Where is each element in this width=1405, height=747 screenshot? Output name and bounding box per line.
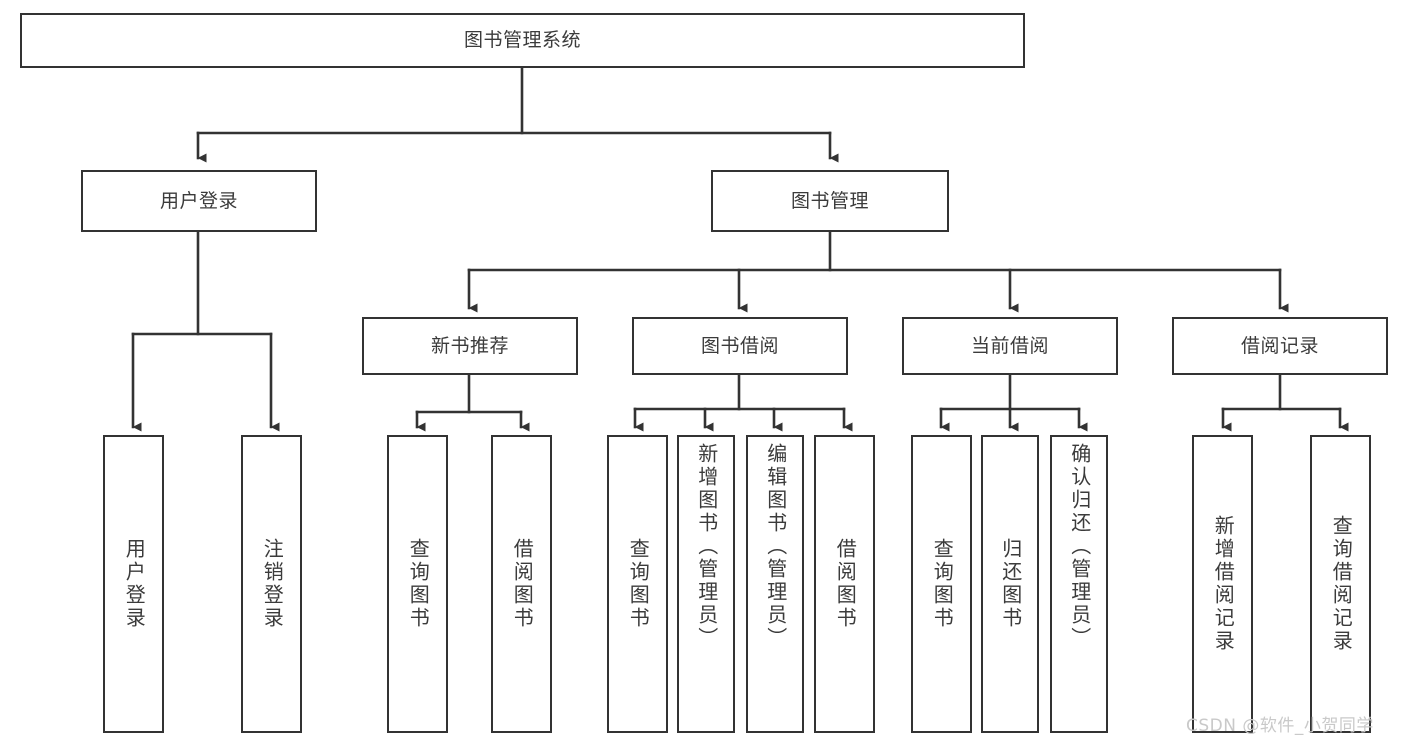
- leaf-logout-label: 注销登录: [260, 538, 285, 630]
- leaf-add-book-label: 新增图书（管理员）: [694, 443, 719, 650]
- leaf-confirm-return-label: 确认归还（管理员）: [1067, 443, 1092, 650]
- leaf-edit-book-label: 编辑图书（管理员）: [763, 443, 788, 650]
- leaf-query-book-3-label: 查询图书: [930, 538, 955, 630]
- leaf-query-book-3[interactable]: 查询图书: [911, 435, 972, 733]
- node-user-login-label: 用户登录: [159, 189, 238, 212]
- leaf-logout[interactable]: 注销登录: [241, 435, 302, 733]
- node-book-management[interactable]: 图书管理: [711, 170, 949, 232]
- node-root[interactable]: 图书管理系统: [20, 13, 1025, 68]
- leaf-query-record[interactable]: 查询借阅记录: [1310, 435, 1371, 733]
- node-current-borrow-label: 当前借阅: [970, 334, 1049, 357]
- leaf-user-login[interactable]: 用户登录: [103, 435, 164, 733]
- node-user-login[interactable]: 用户登录: [81, 170, 317, 232]
- node-new-book-recommend-label: 新书推荐: [430, 334, 509, 357]
- leaf-query-book-2[interactable]: 查询图书: [607, 435, 668, 733]
- leaf-query-record-label: 查询借阅记录: [1329, 515, 1354, 653]
- node-new-book-recommend[interactable]: 新书推荐: [362, 317, 578, 375]
- leaf-borrow-book-1-label: 借阅图书: [510, 538, 535, 630]
- leaf-return-book[interactable]: 归还图书: [981, 435, 1039, 733]
- leaf-confirm-return[interactable]: 确认归还（管理员）: [1050, 435, 1108, 733]
- node-book-management-label: 图书管理: [790, 189, 869, 212]
- leaf-borrow-book-1[interactable]: 借阅图书: [491, 435, 552, 733]
- watermark: CSDN @软件_小贺同学: [1186, 716, 1374, 736]
- leaf-borrow-book-2-label: 借阅图书: [833, 538, 858, 630]
- leaf-query-book-2-label: 查询图书: [626, 538, 651, 630]
- node-book-borrow-label: 图书借阅: [700, 334, 779, 357]
- node-current-borrow[interactable]: 当前借阅: [902, 317, 1118, 375]
- leaf-add-book[interactable]: 新增图书（管理员）: [677, 435, 735, 733]
- leaf-add-record-label: 新增借阅记录: [1211, 515, 1236, 653]
- leaf-edit-book[interactable]: 编辑图书（管理员）: [746, 435, 804, 733]
- node-borrow-record[interactable]: 借阅记录: [1172, 317, 1388, 375]
- leaf-user-login-label: 用户登录: [122, 538, 147, 630]
- leaf-query-book-1-label: 查询图书: [406, 538, 431, 630]
- leaf-add-record[interactable]: 新增借阅记录: [1192, 435, 1253, 733]
- node-root-label: 图书管理系统: [463, 29, 581, 52]
- node-borrow-record-label: 借阅记录: [1240, 334, 1319, 357]
- leaf-return-book-label: 归还图书: [998, 538, 1023, 630]
- leaf-borrow-book-2[interactable]: 借阅图书: [814, 435, 875, 733]
- node-book-borrow[interactable]: 图书借阅: [632, 317, 848, 375]
- leaf-query-book-1[interactable]: 查询图书: [387, 435, 448, 733]
